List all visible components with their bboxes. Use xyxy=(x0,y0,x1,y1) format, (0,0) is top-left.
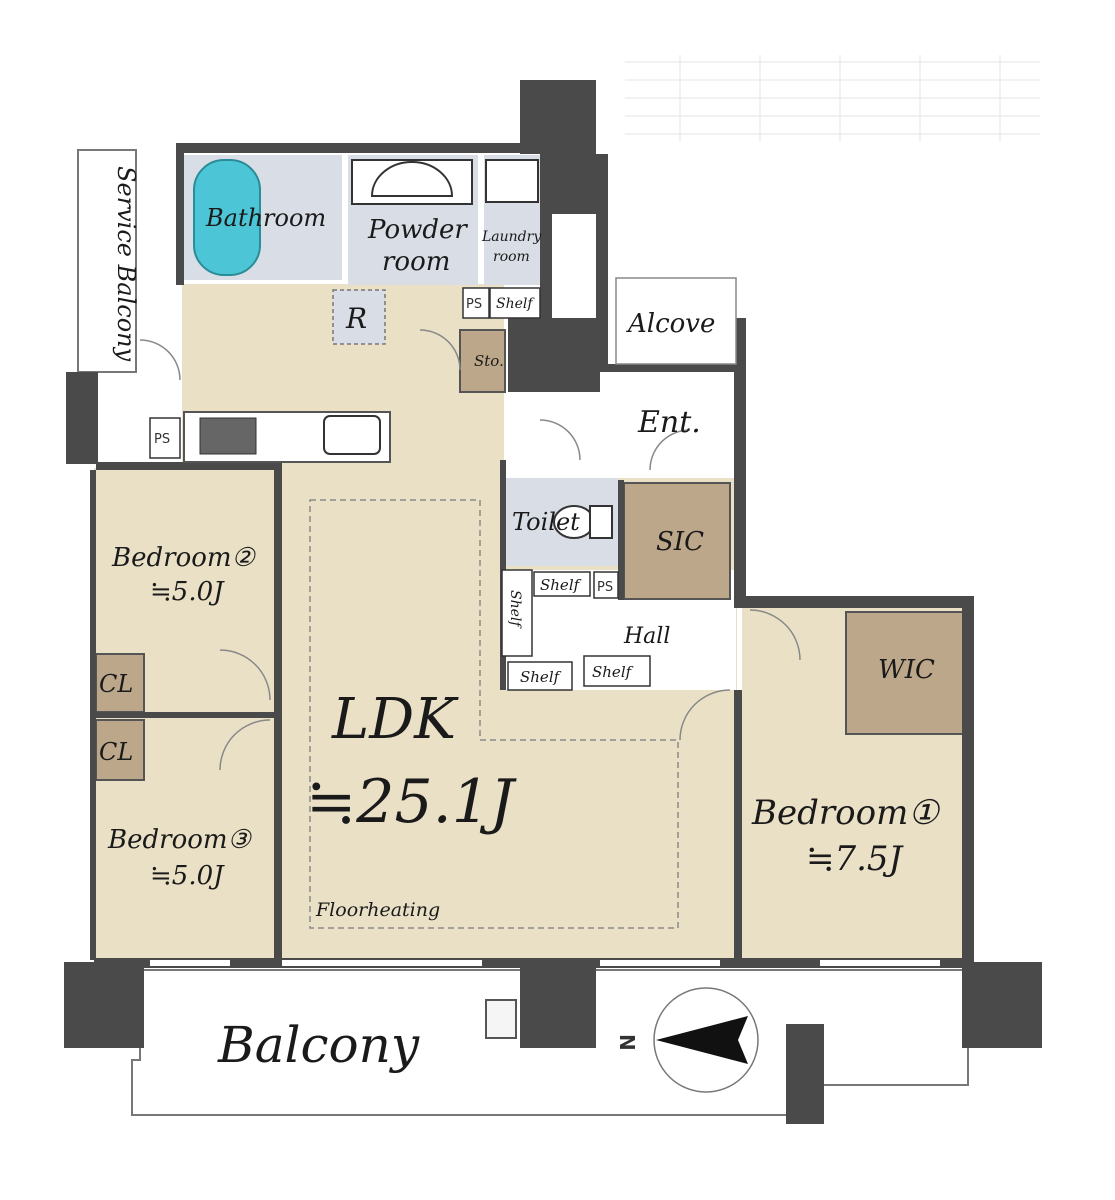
shelf-box-hall-2 xyxy=(507,661,573,691)
floor-heating-area xyxy=(309,499,679,929)
refrigerator-label: R xyxy=(345,302,367,335)
laundry-room-label-2: room xyxy=(493,249,530,265)
storage-label: Sto. xyxy=(474,352,504,370)
bathtub xyxy=(193,159,261,276)
laundry-room-label-1: Laundry xyxy=(481,229,542,245)
bedroom-1-label: Bedroom① xyxy=(751,793,940,833)
bedroom-2-size: ≒5.0J xyxy=(150,577,225,607)
stove xyxy=(199,417,257,455)
kitchen-sink xyxy=(323,415,381,455)
bedroom-2-label: Bedroom② xyxy=(111,543,257,573)
ps-label-laundry: PS xyxy=(466,297,482,312)
closet-label-1: CL xyxy=(99,670,133,698)
bedroom-1-size: ≒7.5J xyxy=(806,839,905,879)
compass-north-label: N xyxy=(615,1034,639,1051)
closet-box-2 xyxy=(95,719,145,781)
service-balcony-label: Service Balcony xyxy=(112,166,140,362)
wic-box xyxy=(845,611,965,735)
bedroom-3-label: Bedroom③ xyxy=(107,825,253,855)
walls xyxy=(64,80,1042,1124)
door-swings xyxy=(139,329,801,771)
faint-dimension-table xyxy=(625,55,1040,142)
balcony-label: Balcony xyxy=(217,1016,420,1074)
ldk-size: ≒25.1J xyxy=(306,767,517,837)
alcove-label: Alcove xyxy=(626,309,715,339)
wic-label: WIC xyxy=(878,655,935,685)
shelf-box-laundry xyxy=(489,287,541,319)
shelf-label-laundry: Shelf xyxy=(496,296,535,312)
ps-box-laundry xyxy=(462,287,490,319)
refrigerator-space xyxy=(332,289,386,345)
shelf-label-hall-3: Shelf xyxy=(592,663,634,681)
shelf-label-hall-1: Shelf xyxy=(540,576,582,594)
powder-room-label-1: Powder xyxy=(367,215,468,245)
closet-label-2: CL xyxy=(99,738,133,766)
storage-box xyxy=(459,329,506,393)
floor-heating-label: Floorheating xyxy=(315,899,440,921)
alcove-space xyxy=(615,277,737,365)
ps-box-kitchen xyxy=(149,417,181,459)
compass xyxy=(653,987,759,1093)
shelf-label-hall-2: Shelf xyxy=(520,668,562,686)
entrance-label: Ent. xyxy=(637,405,701,440)
service-balcony xyxy=(77,149,137,373)
ps-label-hall: PS xyxy=(597,580,613,595)
shelf-box-vertical xyxy=(501,569,533,657)
bedroom-3-size: ≒5.0J xyxy=(150,861,225,891)
sic-box xyxy=(623,482,731,600)
toilet-tank xyxy=(589,505,613,539)
hall-label: Hall xyxy=(623,624,670,649)
washbasin-bowl xyxy=(370,161,454,197)
ldk-label: LDK xyxy=(331,687,459,752)
sic-label: SIC xyxy=(656,527,704,557)
shelf-box-hall-1 xyxy=(533,571,591,597)
bathroom-label: Bathroom xyxy=(205,204,326,232)
ps-label-kitchen: PS xyxy=(154,432,170,447)
powder-room-label-2: room xyxy=(382,247,450,277)
washing-machine xyxy=(485,159,539,203)
shelf-box-hall-3 xyxy=(583,655,651,687)
ps-box-hall xyxy=(593,571,619,599)
windows xyxy=(150,960,940,966)
balcony-drain xyxy=(485,999,517,1039)
closet-box-1 xyxy=(95,653,145,713)
toilet-label: Toilet xyxy=(512,508,580,536)
shelf-label-vertical: Shelf xyxy=(507,590,523,629)
